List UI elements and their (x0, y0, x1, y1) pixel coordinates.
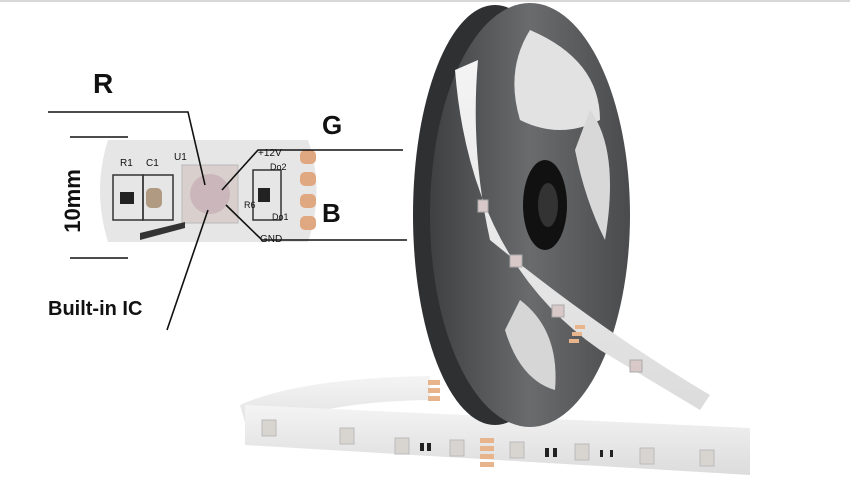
reel (430, 3, 630, 427)
label-blue: B (322, 198, 341, 228)
pcb-label-c1: C1 (146, 158, 159, 169)
pcb-label-u1: U1 (174, 152, 187, 163)
label-built-in-ic: Built-in IC (48, 298, 143, 320)
pcb-label-do2: Do2 (270, 162, 287, 172)
pcb-label-r6: R6 (244, 200, 256, 210)
pcb-closeup (100, 140, 317, 242)
pcb-label-r1: R1 (120, 158, 133, 169)
pcb-label-gnd: GND (260, 234, 283, 245)
top-border (0, 0, 850, 2)
pcb-label-do1: Do1 (272, 212, 289, 222)
pcb-label-12v: +12V (258, 148, 282, 159)
label-red: R (93, 68, 114, 99)
loose-strip (240, 376, 750, 475)
label-width-10mm: 10mm (60, 169, 85, 233)
callout-lines (48, 111, 407, 331)
label-green: G (322, 110, 343, 140)
